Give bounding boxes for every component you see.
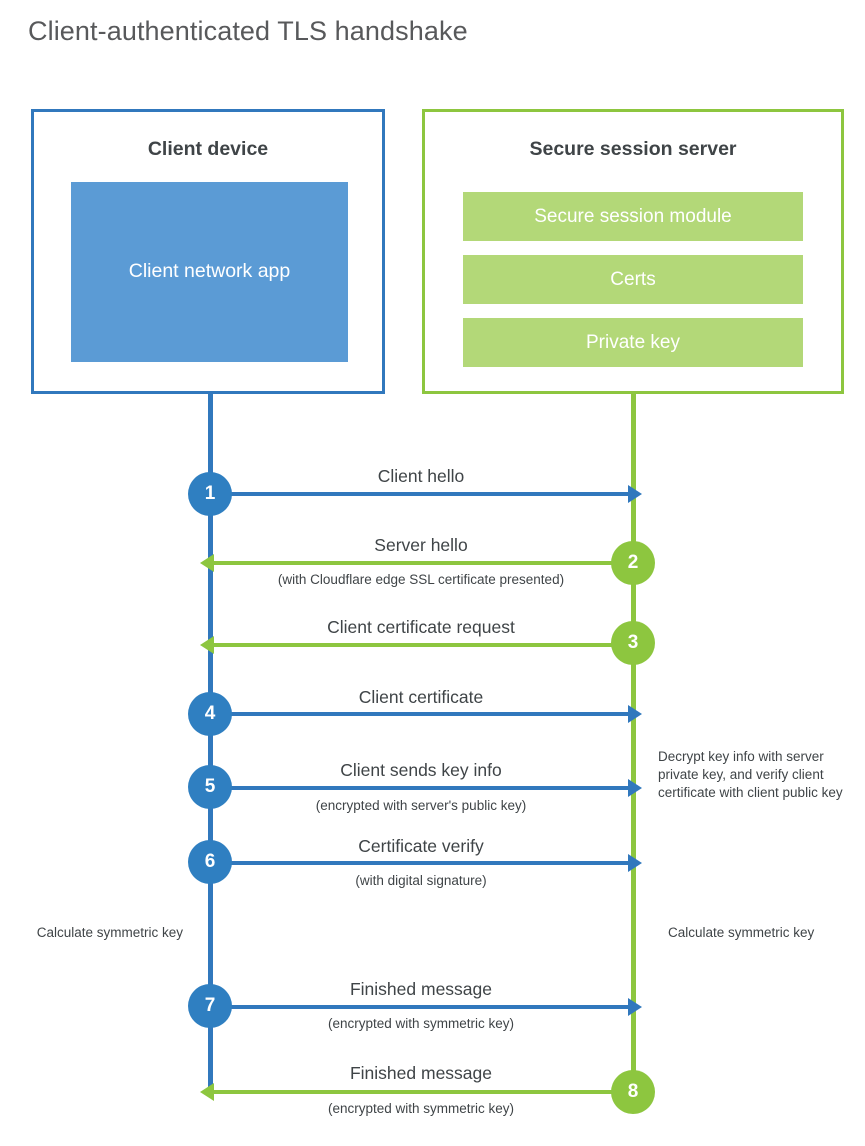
server-component-label: Secure session module (534, 205, 732, 227)
step-4-label: Client certificate (358, 687, 484, 707)
step-5-marker[interactable]: 5 (188, 765, 232, 809)
step-6-label: Certificate verify (358, 836, 484, 856)
step-2-sublabel: (with Cloudflare edge SSL certificate pr… (277, 572, 565, 587)
step-6-arrow (211, 854, 642, 872)
step-6-marker[interactable]: 6 (188, 840, 232, 884)
step-8-arrow (200, 1083, 631, 1101)
server-component-label: Private key (586, 331, 680, 353)
client-lifeline (208, 394, 213, 1092)
step-2-label: Server hello (374, 535, 468, 555)
client-network-app-block: Client network app (71, 182, 348, 362)
secure-session-server-box: Secure session server Secure session mod… (422, 109, 844, 394)
step-7-marker[interactable]: 7 (188, 984, 232, 1028)
step-2-marker[interactable]: 2 (611, 541, 655, 585)
page-title: Client-authenticated TLS handshake (28, 16, 468, 46)
secure-session-server-title: Secure session server (529, 138, 737, 160)
server-component-certs: Certs (463, 255, 803, 304)
step-3-marker[interactable]: 3 (611, 621, 655, 665)
client-network-app-label: Client network app (128, 260, 291, 283)
server-lifeline (631, 394, 636, 1094)
step-4-marker[interactable]: 4 (188, 692, 232, 736)
step-4-arrow (211, 705, 642, 723)
server-component-secure-session-module: Secure session module (463, 192, 803, 241)
step-2-arrow (200, 554, 631, 572)
step-6-sublabel: (with digital signature) (355, 873, 487, 888)
step-1-arrow (211, 485, 642, 503)
step-7-arrow (211, 998, 642, 1016)
client-calculate-symmetric-key-note: Calculate symmetric key (36, 925, 183, 940)
server-decrypt-note: Decrypt key info with server private key… (658, 749, 843, 801)
step-8-sublabel: (encrypted with symmetric key) (327, 1101, 515, 1116)
step-8-label: Finished message (349, 1063, 493, 1083)
server-component-label: Certs (610, 268, 656, 290)
client-device-box: Client device Client network app (31, 109, 385, 394)
step-1-marker[interactable]: 1 (188, 472, 232, 516)
step-8-marker[interactable]: 8 (611, 1070, 655, 1114)
client-device-title: Client device (147, 138, 269, 160)
step-5-label: Client sends key info (340, 760, 502, 780)
server-calculate-symmetric-key-note: Calculate symmetric key (668, 925, 815, 940)
step-7-label: Finished message (349, 979, 493, 999)
step-3-arrow (200, 636, 631, 654)
step-5-arrow (211, 779, 642, 797)
step-1-label: Client hello (377, 466, 465, 486)
step-5-sublabel: (encrypted with server's public key) (315, 798, 527, 813)
step-3-label: Client certificate request (327, 617, 515, 637)
server-component-private-key: Private key (463, 318, 803, 367)
step-7-sublabel: (encrypted with symmetric key) (327, 1016, 515, 1031)
